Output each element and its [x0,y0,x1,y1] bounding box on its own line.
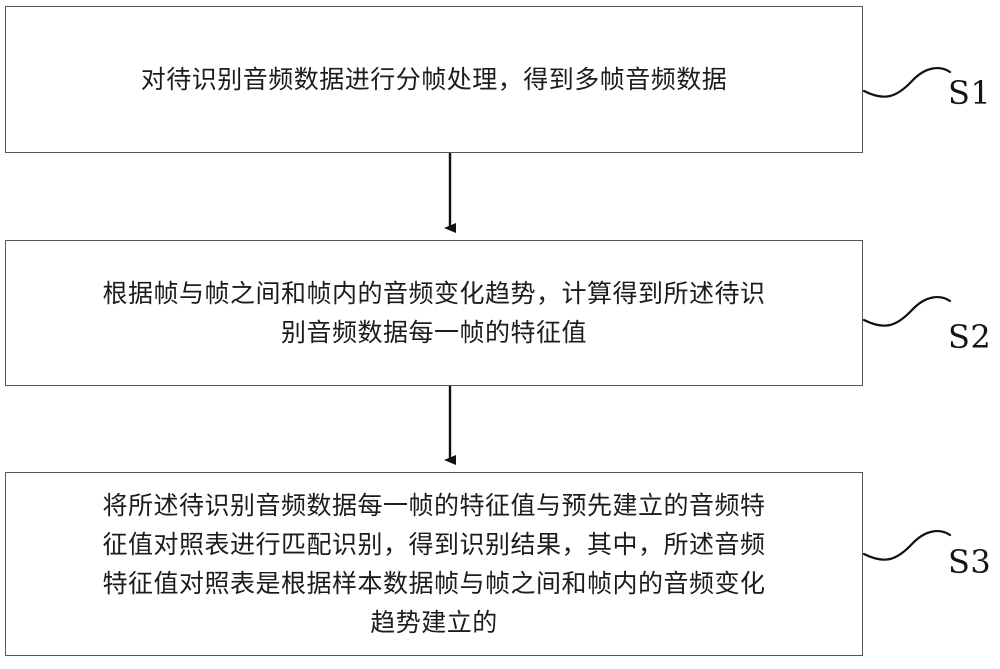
process-box-s1-text: 对待识别音频数据进行分帧处理，得到多帧音频数据 [140,65,728,94]
leader-curve-s1 [862,66,952,98]
leader-curve-s3 [862,529,952,561]
process-box-s2: 根据帧与帧之间和帧内的音频变化趋势，计算得到所述待识 别音频数据每一帧的特征值 [5,240,863,386]
process-box-s1: 对待识别音频数据进行分帧处理，得到多帧音频数据 [5,6,863,153]
step-label-s3: S3 [948,543,992,581]
step-label-s1: S1 [948,74,992,112]
process-box-s3-text: 将所述待识别音频数据每一帧的特征值与预先建立的音频特 征值对照表进行匹配识别，得… [102,491,766,637]
step-label-s2: S2 [948,318,992,356]
process-box-s3: 将所述待识别音频数据每一帧的特征值与预先建立的音频特 征值对照表进行匹配识别，得… [5,472,863,656]
leader-curve-s2 [862,295,952,327]
process-box-s2-text: 根据帧与帧之间和帧内的音频变化趋势，计算得到所述待识 别音频数据每一帧的特征值 [102,279,766,347]
